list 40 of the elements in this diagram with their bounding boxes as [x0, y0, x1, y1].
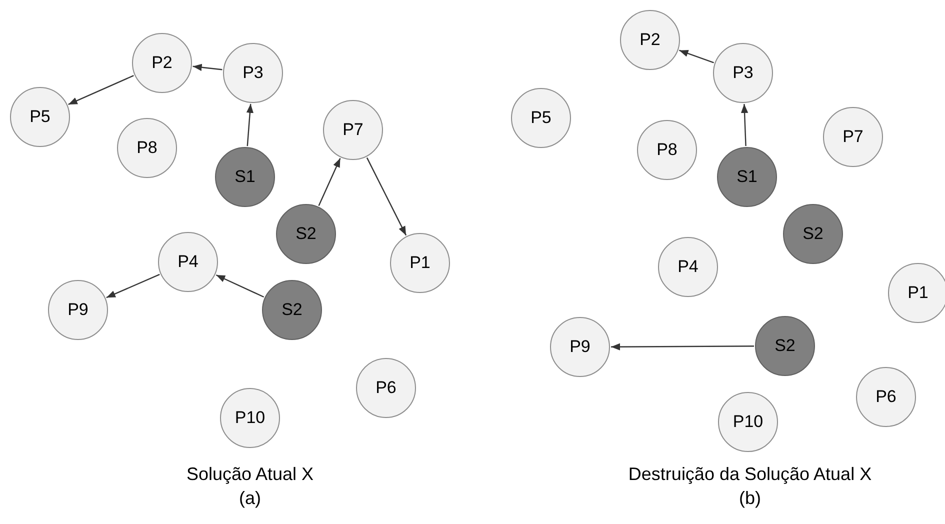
node-circle: P8: [637, 120, 697, 180]
arrow: [318, 158, 341, 206]
node-circle: P7: [323, 100, 383, 160]
node-circle: P8: [117, 118, 177, 178]
node-circle: P4: [658, 237, 718, 297]
node-circle: P5: [511, 88, 571, 148]
arrow: [740, 104, 748, 146]
caption-text: (b): [739, 488, 761, 509]
node-circle: P5: [10, 87, 70, 147]
node-circle: P6: [356, 358, 416, 418]
caption-text: Solução Atual X: [186, 464, 314, 485]
node-circle: P10: [718, 392, 778, 452]
arrow: [192, 64, 222, 71]
node-circle: P3: [713, 43, 773, 103]
arrow: [246, 104, 254, 146]
node-circle: S2: [755, 316, 815, 376]
node-circle: S1: [717, 147, 777, 207]
arrow: [611, 343, 754, 350]
node-circle: P6: [856, 367, 916, 427]
node-circle: P2: [620, 10, 680, 70]
node-circle: P3: [223, 43, 283, 103]
node-circle: S1: [215, 147, 275, 207]
arrow: [679, 50, 714, 64]
node-circle: P4: [158, 232, 218, 292]
caption-text: (a): [239, 488, 261, 509]
node-circle: P1: [390, 233, 450, 293]
arrow: [106, 274, 160, 298]
node-circle: P10: [220, 388, 280, 448]
node-circle: S2: [783, 204, 843, 264]
node-circle: P9: [48, 280, 108, 340]
node-circle: P7: [823, 107, 883, 167]
arrow: [366, 157, 407, 236]
arrow: [68, 75, 134, 105]
caption-text: Destruição da Solução Atual X: [628, 464, 872, 485]
node-circle: P1: [888, 263, 945, 323]
node-circle: P9: [550, 317, 610, 377]
node-circle: S2: [262, 280, 322, 340]
node-circle: S2: [276, 204, 336, 264]
arrow: [216, 274, 264, 298]
node-circle: P2: [132, 33, 192, 93]
